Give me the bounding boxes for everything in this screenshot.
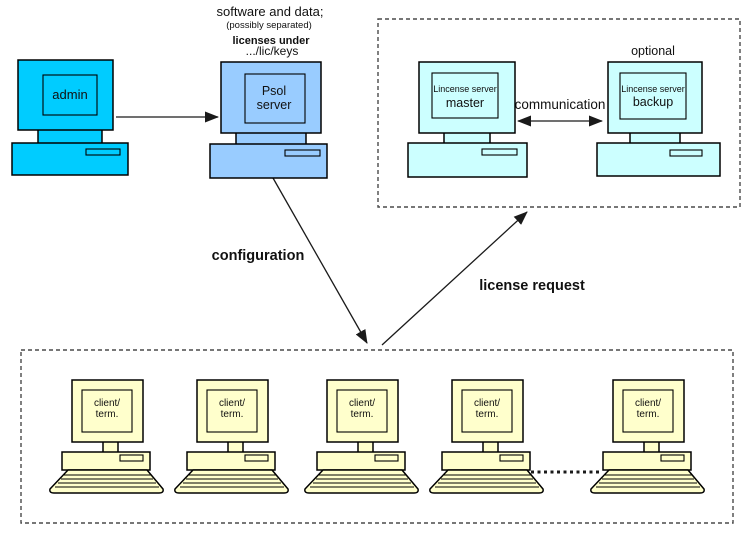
client-floppy-slot: [244, 454, 269, 462]
master-screen: [431, 72, 499, 119]
possibly-separated-label: (possibly separated): [226, 20, 312, 31]
lic-keys-path-label: .../lic/keys: [246, 44, 299, 58]
psol-floppy-slot: [284, 149, 321, 157]
computer-client-5: client/ term.: [590, 379, 705, 494]
master-floppy-slot: [481, 148, 518, 156]
communication-label: communication: [515, 97, 606, 112]
backup-screen: [619, 72, 687, 120]
client-keyboard: [174, 469, 289, 494]
computer-admin: admin: [11, 59, 129, 176]
client-label-line2: term.: [351, 409, 374, 420]
computer-client-4: client/ term.: [429, 379, 544, 494]
client-label-line1: client/: [94, 398, 120, 409]
client-screen: [206, 389, 258, 433]
client-label-line1: client/: [349, 398, 375, 409]
software-and-data-label: software and data;: [217, 4, 324, 19]
licenses-under-label: licenses under: [232, 35, 310, 47]
license-request-label: license request: [479, 278, 585, 294]
client-label-line1: client/: [219, 398, 245, 409]
master-label-line2: master: [446, 96, 484, 110]
client-label-line1: client/: [474, 398, 500, 409]
configuration-label: configuration: [212, 248, 305, 264]
client-floppy-slot: [374, 454, 399, 462]
admin-screen: [42, 74, 98, 116]
configuration-arrow: [272, 177, 368, 344]
psol-label-line1: Psol: [262, 84, 286, 98]
psol-label-line2: server: [257, 98, 292, 112]
client-keyboard: [429, 469, 544, 494]
client-keyboard: [304, 469, 419, 494]
psol-screen: [244, 73, 306, 124]
license-request-arrow: [381, 211, 528, 346]
client-screen: [622, 389, 674, 433]
client-label-line2: term.: [637, 409, 660, 420]
computer-client-2: client/ term.: [174, 379, 289, 494]
backup-floppy-slot: [669, 149, 703, 157]
computer-license-master: Lincense server master: [407, 61, 528, 178]
clients-group-box: [20, 349, 734, 524]
client-label-line2: term.: [96, 409, 119, 420]
backup-label-line1: Lincense server: [621, 84, 685, 94]
computer-license-backup: Lincense server backup: [596, 61, 721, 177]
admin-label: admin: [52, 87, 87, 102]
backup-base: [596, 142, 721, 177]
computer-psol-server: Psol server: [209, 61, 328, 179]
client-computers: client/ term. client/ term.: [49, 379, 705, 494]
license-server-group-box: [377, 18, 741, 208]
client-screen: [461, 389, 513, 433]
client-floppy-slot: [119, 454, 144, 462]
admin-base: [11, 142, 129, 176]
backup-label-line2: backup: [633, 95, 673, 109]
computer-client-3: client/ term.: [304, 379, 419, 494]
client-label-line2: term.: [476, 409, 499, 420]
client-label-line1: client/: [635, 398, 661, 409]
admin-floppy-slot: [85, 148, 121, 156]
master-base: [407, 142, 528, 178]
master-label-line1: Lincense server: [433, 84, 497, 94]
client-label-line2: term.: [221, 409, 244, 420]
client-screen: [336, 389, 388, 433]
computer-client-1: client/ term.: [49, 379, 164, 494]
client-keyboard: [590, 469, 705, 494]
client-keyboard: [49, 469, 164, 494]
client-floppy-slot: [660, 454, 685, 462]
optional-label: optional: [631, 44, 675, 58]
client-floppy-slot: [499, 454, 524, 462]
client-screen: [81, 389, 133, 433]
psol-base: [209, 143, 328, 179]
